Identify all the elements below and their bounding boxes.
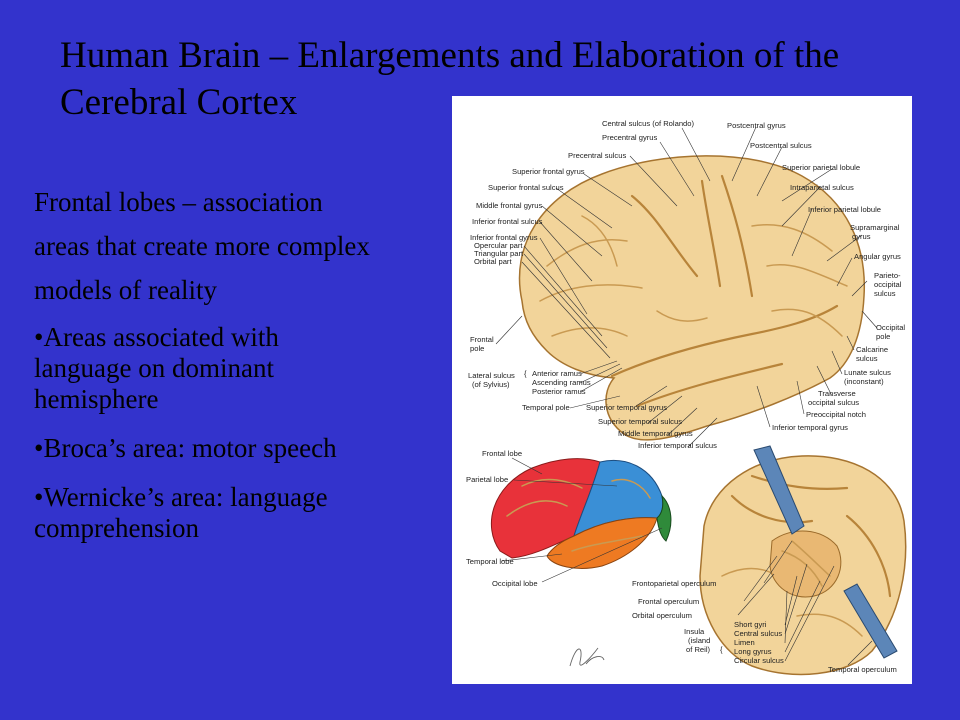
insula-brace: {: [720, 645, 723, 654]
label-superior-temporal-gyrus: Superior temporal gyrus: [586, 403, 667, 412]
retractor-lower: [843, 583, 898, 659]
brain-illustration-svg: Central sulcus (of Rolando) Precentral g…: [466, 119, 907, 676]
label-transverse-occipital-1: Transverse: [818, 389, 856, 398]
label-superior-frontal-gyrus: Superior frontal gyrus: [512, 167, 585, 176]
lateral-brain-drawing: [518, 155, 866, 441]
label-inferior-temporal-gyrus: Inferior temporal gyrus: [772, 423, 848, 432]
bullet-broca: •Broca’s area: motor speech: [34, 433, 337, 463]
retractor-upper: [753, 445, 805, 535]
label-precentral-sulcus: Precentral sulcus: [568, 151, 626, 160]
label-superior-parietal-lobule: Superior parietal lobule: [782, 163, 860, 172]
label-supramarginal-1: Supramarginal: [850, 223, 900, 232]
label-limen: Limen: [734, 638, 755, 647]
label-lateral-sulcus-1: Lateral sulcus: [468, 371, 515, 380]
label-insula-2: (island: [688, 636, 710, 645]
label-lateral-sulcus-2: (of Sylvius): [472, 380, 510, 389]
label-triangular-part: Triangular part: [474, 249, 524, 258]
top-left-labels: Central sulcus (of Rolando) Precentral g…: [468, 119, 717, 450]
label-frontal-lobe: Frontal lobe: [482, 449, 522, 458]
label-central-sulcus: Central sulcus (of Rolando): [602, 119, 694, 128]
label-intraparietal-sulcus: Intraparietal sulcus: [790, 183, 854, 192]
label-inferior-frontal-sulcus: Inferior frontal sulcus: [472, 217, 543, 226]
label-calcarine-1: Calcarine: [856, 345, 888, 354]
label-temporal-operculum: Temporal operculum: [828, 665, 897, 674]
slide-body: Frontal lobes – association areas that c…: [34, 180, 374, 562]
label-superior-temporal-sulcus: Superior temporal sulcus: [598, 417, 682, 426]
lead-paragraph: Frontal lobes – association areas that c…: [34, 187, 370, 305]
insula-brain-drawing: [699, 445, 907, 676]
label-lunate-2: (inconstant): [844, 377, 884, 386]
lobes-diagram: [491, 458, 672, 569]
label-frontal-pole-2: pole: [470, 344, 484, 353]
label-orbital-part: Orbital part: [474, 257, 512, 266]
slide-title: Human Brain – Enlargements and Elaborati…: [60, 35, 840, 123]
label-orbital-operculum: Orbital operculum: [632, 611, 692, 620]
label-parieto-occipital-3: sulcus: [874, 289, 896, 298]
top-leader-lines: [495, 126, 878, 448]
label-frontal-operculum: Frontal operculum: [638, 597, 699, 606]
label-preoccipital-notch: Preoccipital notch: [806, 410, 866, 419]
label-occipital-pole-1: Occipital: [876, 323, 905, 332]
label-central-sulcus-insula: Central sulcus: [734, 629, 782, 638]
label-occipital-pole-2: pole: [876, 332, 890, 341]
label-short-gyri: Short gyri: [734, 620, 767, 629]
label-frontal-pole-1: Frontal: [470, 335, 494, 344]
label-temporal-pole: Temporal pole: [522, 403, 570, 412]
top-right-labels: Postcentral gyrus Postcentral sulcus Sup…: [727, 121, 905, 432]
label-parieto-occipital-2: occipital: [874, 280, 902, 289]
label-lunate-1: Lunate sulcus: [844, 368, 891, 377]
lateral-brain-outline: [518, 155, 866, 441]
label-inferior-temporal-sulcus: Inferior temporal sulcus: [638, 441, 717, 450]
label-middle-temporal-gyrus: Middle temporal gyrus: [618, 429, 693, 438]
label-calcarine-2: sulcus: [856, 354, 878, 363]
label-parietal-lobe: Parietal lobe: [466, 475, 508, 484]
label-precentral-gyrus: Precentral gyrus: [602, 133, 657, 142]
artist-signature-mark: [569, 647, 605, 667]
label-occipital-lobe: Occipital lobe: [492, 579, 538, 588]
label-anterior-ramus: Anterior ramus: [532, 369, 582, 378]
label-inferior-parietal-lobule: Inferior parietal lobule: [808, 205, 881, 214]
label-temporal-lobe: Temporal lobe: [466, 557, 514, 566]
label-angular-gyrus: Angular gyrus: [854, 252, 901, 261]
label-postcentral-gyrus: Postcentral gyrus: [727, 121, 786, 130]
label-insula-1: Insula: [684, 627, 705, 636]
label-parieto-occipital-1: Parieto-: [874, 271, 901, 280]
label-middle-frontal-gyrus: Middle frontal gyrus: [476, 201, 542, 210]
label-transverse-occipital-2: occipital sulcus: [808, 398, 859, 407]
label-long-gyrus: Long gyrus: [734, 647, 772, 656]
label-superior-frontal-sulcus: Superior frontal sulcus: [488, 183, 564, 192]
label-ascending-ramus: Ascending ramus: [532, 378, 591, 387]
label-opercular-part: Opercular part: [474, 241, 523, 250]
label-insula-3: of Reil): [686, 645, 711, 654]
occipital-lobe-region: [656, 494, 672, 542]
insula-labels: Frontoparietal operculum Frontal opercul…: [632, 579, 897, 674]
lateral-sulcus-brace: {: [524, 369, 527, 378]
label-circular-sulcus: Circular sulcus: [734, 656, 784, 665]
bullet-wernicke: •Wernicke’s area: language comprehension: [34, 482, 328, 543]
bullet-language-areas: •Areas associated with language on domin…: [34, 322, 279, 414]
label-posterior-ramus: Posterior ramus: [532, 387, 586, 396]
brain-illustration: Central sulcus (of Rolando) Precentral g…: [452, 96, 912, 684]
lobe-labels: Frontal lobe Parietal lobe Temporal lobe…: [466, 449, 538, 588]
label-supramarginal-2: gyrus: [852, 232, 871, 241]
label-postcentral-sulcus: Postcentral sulcus: [750, 141, 812, 150]
label-inferior-frontal-gyrus: Inferior frontal gyrus: [470, 233, 538, 242]
label-frontoparietal-operculum: Frontoparietal operculum: [632, 579, 716, 588]
